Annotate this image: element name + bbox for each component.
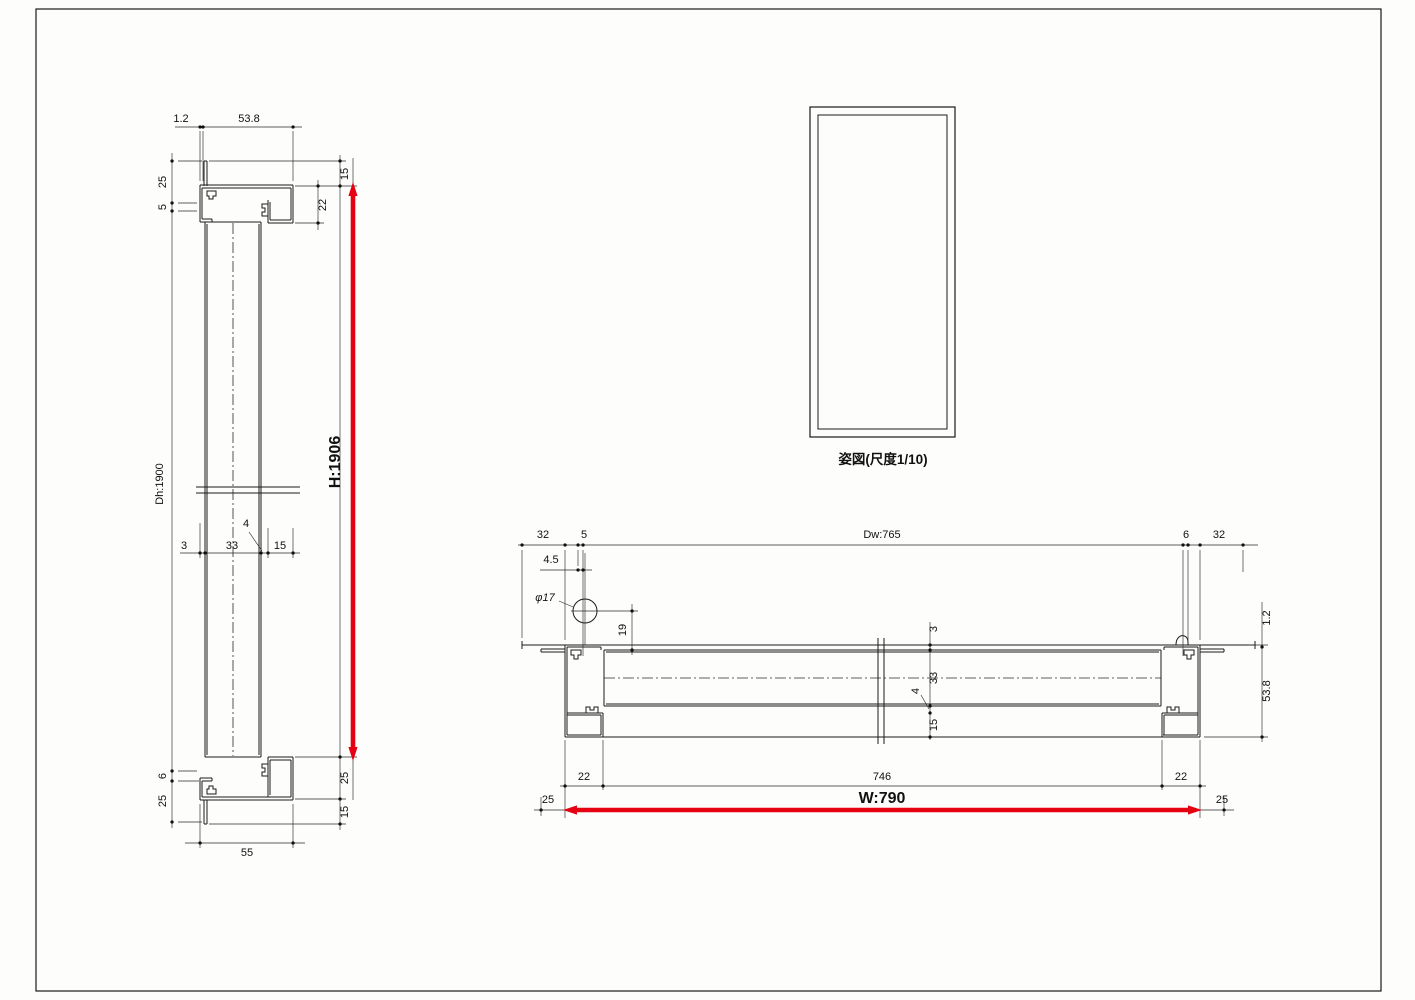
vs-dim-door-height: Dh:1900 bbox=[154, 463, 166, 505]
hs-dim-left-22: 22 bbox=[578, 771, 590, 783]
vs-dim-top-wall: 1.2 bbox=[173, 113, 188, 125]
hs-profile bbox=[521, 635, 1256, 738]
vs-dim-bottom-6: 6 bbox=[157, 773, 169, 779]
hs-dim-wall-12: 1.2 bbox=[1261, 610, 1273, 625]
vs-dim-stop-15: 15 bbox=[274, 540, 286, 552]
hs-dim-offset-45: 4.5 bbox=[543, 554, 558, 566]
vs-dim-left-5: 5 bbox=[157, 204, 169, 210]
hs-dim-overall-width: W:790 bbox=[859, 790, 906, 807]
vs-dim-top-depth: 53.8 bbox=[238, 113, 259, 125]
hs-dim-right-32: 32 bbox=[1213, 529, 1225, 541]
hs-dim-offset-19: 19 bbox=[617, 624, 629, 636]
elevation-caption: 姿図(尺度1/10) bbox=[838, 451, 927, 467]
vs-dim-gap-3: 3 bbox=[181, 540, 187, 552]
vs-dimension-lines bbox=[171, 126, 357, 848]
vs-dim-gap-4: 4 bbox=[243, 518, 249, 530]
hs-red-arrow-right bbox=[1188, 805, 1202, 815]
vs-dim-bottom-right-15: 15 bbox=[339, 806, 351, 818]
hs-break-lines bbox=[877, 638, 885, 744]
hs-dim-gap-4: 4 bbox=[910, 688, 922, 694]
vs-dimension-dots bbox=[170, 125, 342, 845]
sheet-border bbox=[35, 8, 1382, 992]
hs-dim-stop-15: 15 bbox=[928, 719, 940, 731]
vs-profile bbox=[199, 160, 294, 825]
hs-dim-clear-746: 746 bbox=[873, 771, 891, 783]
vs-dim-top-15: 15 bbox=[339, 168, 351, 180]
hs-dim-depth-538: 53.8 bbox=[1261, 680, 1273, 701]
vs-dim-bottom-right-25: 25 bbox=[339, 772, 351, 784]
hs-dim-left-32: 32 bbox=[537, 529, 549, 541]
hs-dim-leaf-33: 33 bbox=[928, 672, 940, 684]
vs-break-lines bbox=[196, 486, 300, 494]
hs-dim-daylight-width: Dw:765 bbox=[863, 529, 900, 541]
vs-dim-overall-height: H:1906 bbox=[327, 436, 344, 489]
vs-dim-left-25: 25 bbox=[157, 176, 169, 188]
vs-dim-width-55: 55 bbox=[241, 847, 253, 859]
vertical-section: 1.2 53.8 25 5 Dh:1900 22 15 H:1906 4 3 3… bbox=[154, 113, 358, 859]
vs-dim-leaf-33: 33 bbox=[226, 540, 238, 552]
hs-dim-left-5: 5 bbox=[581, 529, 587, 541]
hs-dim-right-25: 25 bbox=[1216, 794, 1228, 806]
hs-dim-gap-3: 3 bbox=[928, 626, 940, 632]
hs-dim-right-6: 6 bbox=[1183, 529, 1189, 541]
elevation-inner-frame bbox=[817, 114, 948, 430]
vs-red-arrow-bottom bbox=[348, 747, 358, 761]
hs-dim-left-25: 25 bbox=[542, 794, 554, 806]
vs-dim-stop-22: 22 bbox=[317, 199, 329, 211]
hs-dim-right-22: 22 bbox=[1175, 771, 1187, 783]
hs-dimension-dots bbox=[520, 543, 1264, 812]
vs-red-arrow-top bbox=[348, 182, 358, 196]
elevation-outer-frame bbox=[809, 106, 956, 438]
horizontal-section: 32 5 Dw:765 6 32 4.5 φ17 19 3 33 4 15 1.… bbox=[518, 529, 1273, 818]
hs-dimension-lines bbox=[518, 544, 1268, 818]
hs-red-arrow-left bbox=[563, 805, 577, 815]
vs-dim-bottom-left-25: 25 bbox=[157, 795, 169, 807]
elevation-view: 姿図(尺度1/10) bbox=[809, 106, 956, 467]
hs-dim-hole-dia: φ17 bbox=[535, 592, 555, 604]
